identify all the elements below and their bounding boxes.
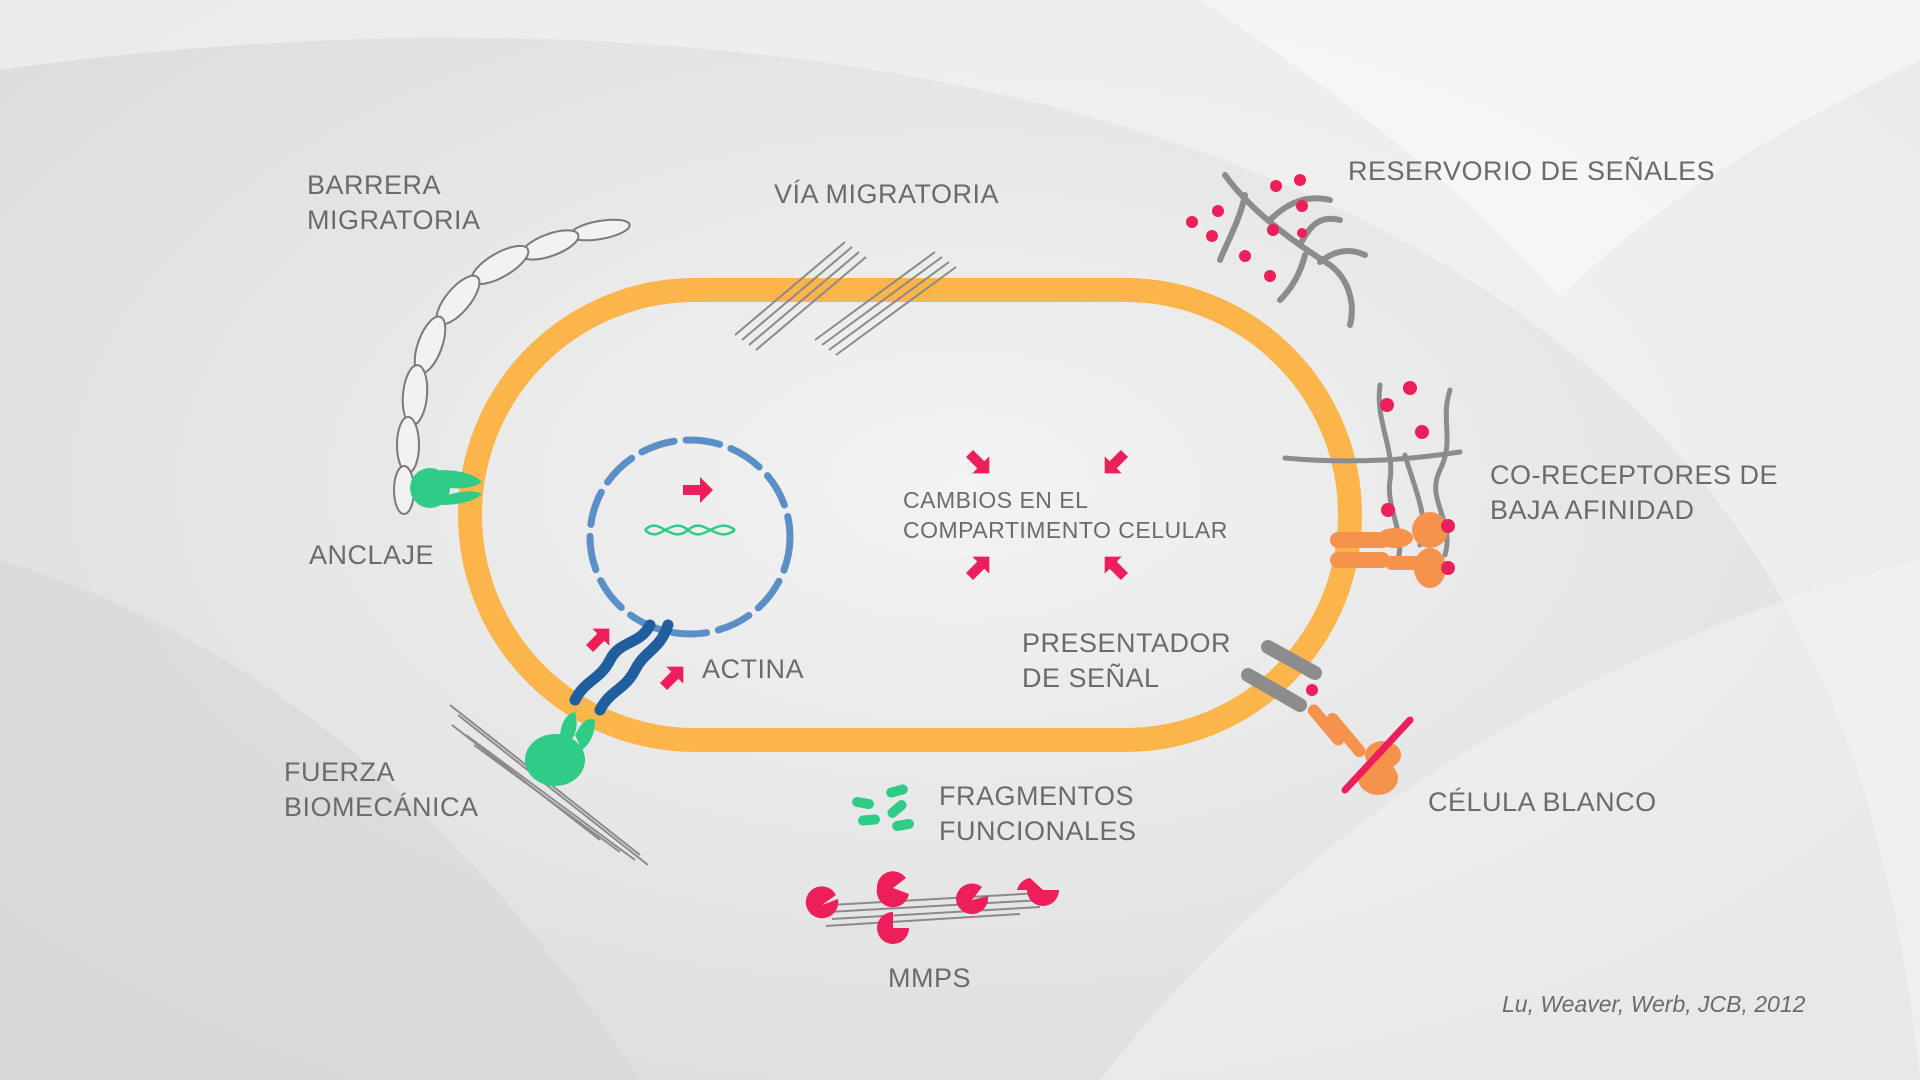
mmp-pacman-icon [805,871,1059,944]
label-line: PRESENTADOR [1022,628,1232,658]
label-celula-blanco: CÉLULA BLANCO [1428,787,1657,817]
label-line: BARRERA [307,170,442,200]
label-cambios: CAMBIOS EN EL COMPARTIMENTO CELULAR [903,485,1228,545]
citation: Lu, Weaver, Werb, JCB, 2012 [1502,991,1806,1017]
signal-presenter-icon [1241,640,1322,712]
label-line: BAJA AFINIDAD [1490,495,1695,525]
label-line: CO-RECEPTORES DE [1490,460,1779,490]
mmp-fiber-icon [825,892,1043,927]
label-line: CAMBIOS EN EL [903,487,1089,513]
label-anclaje: ANCLAJE [309,540,435,570]
actin-filament-icon [569,619,674,716]
nucleus-icon [586,436,794,638]
transcription-arrow-icon [683,477,713,503]
label-reservorio: RESERVORIO DE SEÑALES [1348,156,1716,186]
label-presentador: PRESENTADOR DE SEÑAL [1022,626,1231,696]
receptor-icon [1330,512,1448,588]
label-fuerza-biomecanica: FUERZA BIOMECÁNICA [284,755,479,825]
fragment-icon [852,784,914,832]
label-line: FRAGMENTOS [939,781,1135,811]
biomech-fiber-icon [449,704,649,866]
label-line: FUNCIONALES [939,816,1137,846]
biomech-anchor-icon [525,712,595,786]
ecm-network-icon [1217,172,1368,328]
label-via-migratoria: VÍA MIGRATORIA [774,179,1000,209]
label-actina: ACTINA [702,654,805,684]
dna-icon [644,524,736,536]
signal-dots [1186,174,1308,282]
block-mark-icon [1341,716,1414,794]
label-line: COMPARTIMENTO CELULAR [903,517,1228,543]
arrow-icons [585,449,1129,691]
coreceptor-signal-dots [1380,381,1455,575]
label-barrera-migratoria: BARRERA MIGRATORIA [307,168,481,238]
label-mmps: MMPS [888,963,971,993]
collagen-barrier-icon [393,218,631,515]
label-fragmentos: FRAGMENTOS FUNCIONALES [939,779,1137,849]
label-line: FUERZA [284,757,395,787]
anchor-protein-icon [410,468,482,508]
label-line: DE SEÑAL [1022,663,1160,693]
label-coreceptores: CO-RECEPTORES DE BAJA AFINIDAD [1490,458,1778,528]
label-line: MIGRATORIA [307,205,481,235]
fiber-bundle-icon [734,241,957,356]
label-line: BIOMECÁNICA [284,792,479,822]
